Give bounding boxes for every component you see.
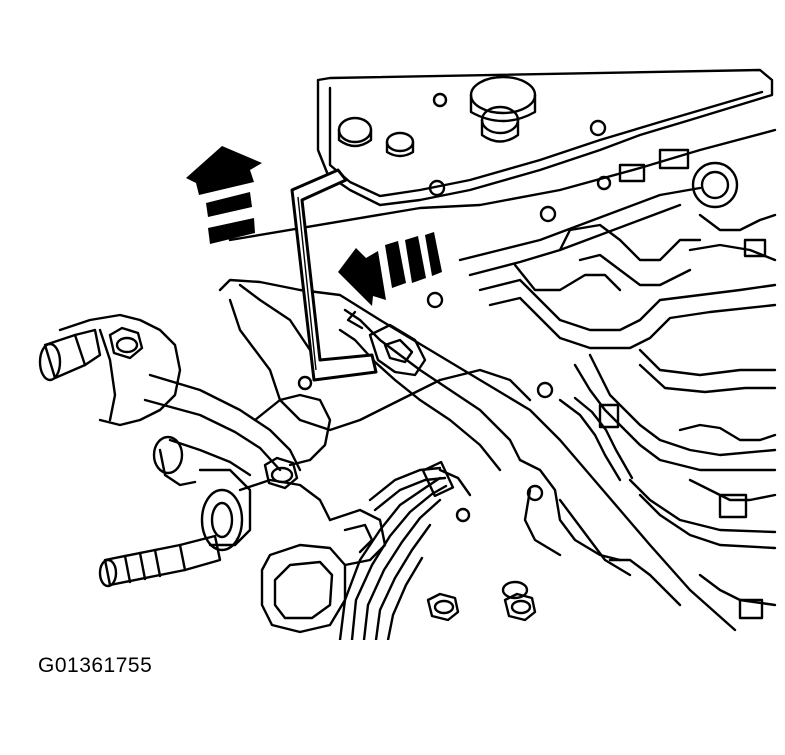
left-servo-housing	[58, 313, 332, 547]
figure-id-label: G01361755	[38, 654, 153, 677]
insertion-direction-arrow	[338, 232, 442, 306]
valve-body-fluid-passages	[458, 148, 777, 620]
pressure-plug	[38, 328, 102, 382]
wiring-bundle	[338, 460, 472, 640]
transmission-valve-body-diagram	[38, 68, 777, 640]
tool-slot-area	[338, 308, 522, 472]
lower-plate-edge	[253, 393, 622, 562]
upper-bolt-bosses	[337, 75, 739, 223]
upper-case-plate	[316, 68, 774, 207]
threaded-stud	[98, 488, 244, 588]
lift-direction-arrow	[186, 146, 262, 244]
l-shaped-tool	[290, 168, 378, 382]
mounting-bolts	[108, 326, 537, 622]
valve-body-plate	[218, 128, 777, 632]
